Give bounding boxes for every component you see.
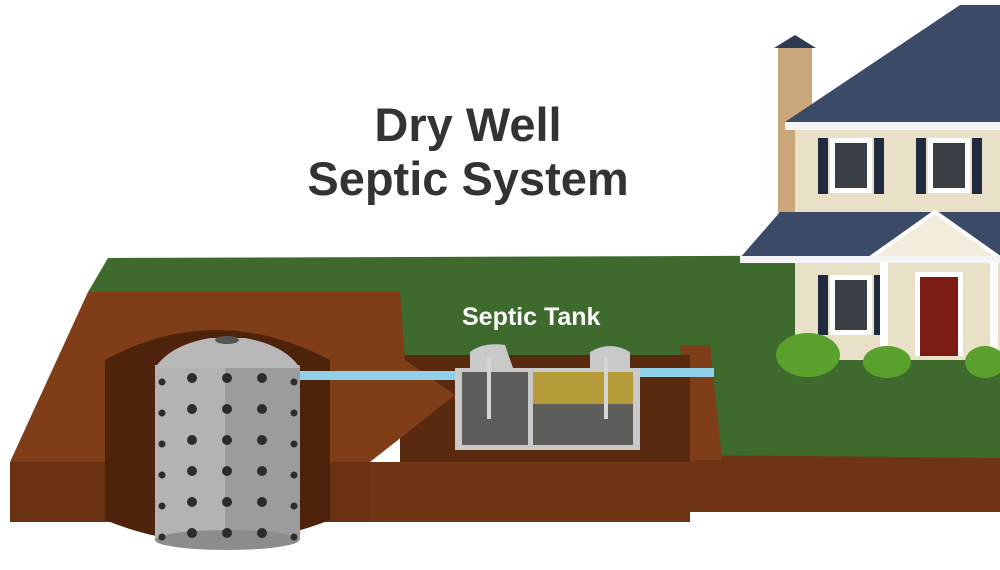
title-line-1: Dry Well [374, 98, 562, 151]
perforation-hole [158, 409, 166, 417]
shrub [863, 346, 911, 378]
perforation-hole [222, 404, 232, 414]
perforation-hole [187, 497, 197, 507]
septic-tank [455, 344, 640, 450]
septic-tank-label: Septic Tank [462, 303, 601, 331]
perforation-hole [257, 435, 267, 445]
perforation-hole [257, 497, 267, 507]
outlet-pipe [300, 371, 460, 380]
perforation-hole [290, 471, 298, 479]
perforation-hole [158, 471, 166, 479]
perforation-hole [187, 435, 197, 445]
house [740, 5, 1000, 360]
perforation-hole [158, 502, 166, 510]
perforation-hole [290, 502, 298, 510]
perforation-hole [187, 528, 197, 538]
perforation-hole [222, 435, 232, 445]
perforation-hole [222, 373, 232, 383]
title-line-2: Septic System [307, 152, 629, 205]
perforation-hole [187, 466, 197, 476]
perforation-hole [290, 440, 298, 448]
dry-well [155, 336, 300, 550]
perforation-hole [257, 404, 267, 414]
perforation-hole [187, 404, 197, 414]
perforation-hole [158, 533, 166, 541]
perforation-hole [158, 440, 166, 448]
perforation-hole [222, 528, 232, 538]
perforation-hole [257, 373, 267, 383]
soil-front-middle [370, 462, 690, 522]
perforation-hole [257, 466, 267, 476]
perforation-hole [222, 466, 232, 476]
inlet-pipe [638, 368, 714, 377]
shrub [776, 333, 840, 377]
perforation-hole [290, 409, 298, 417]
soil-front-right [690, 455, 1000, 512]
perforation-hole [257, 528, 267, 538]
perforation-hole [222, 497, 232, 507]
perforation-hole [187, 373, 197, 383]
perforation-hole [290, 378, 298, 386]
perforation-hole [158, 378, 166, 386]
diagram-title: Dry Well Septic System [268, 98, 668, 206]
perforation-hole [290, 533, 298, 541]
shrub [965, 346, 1000, 378]
